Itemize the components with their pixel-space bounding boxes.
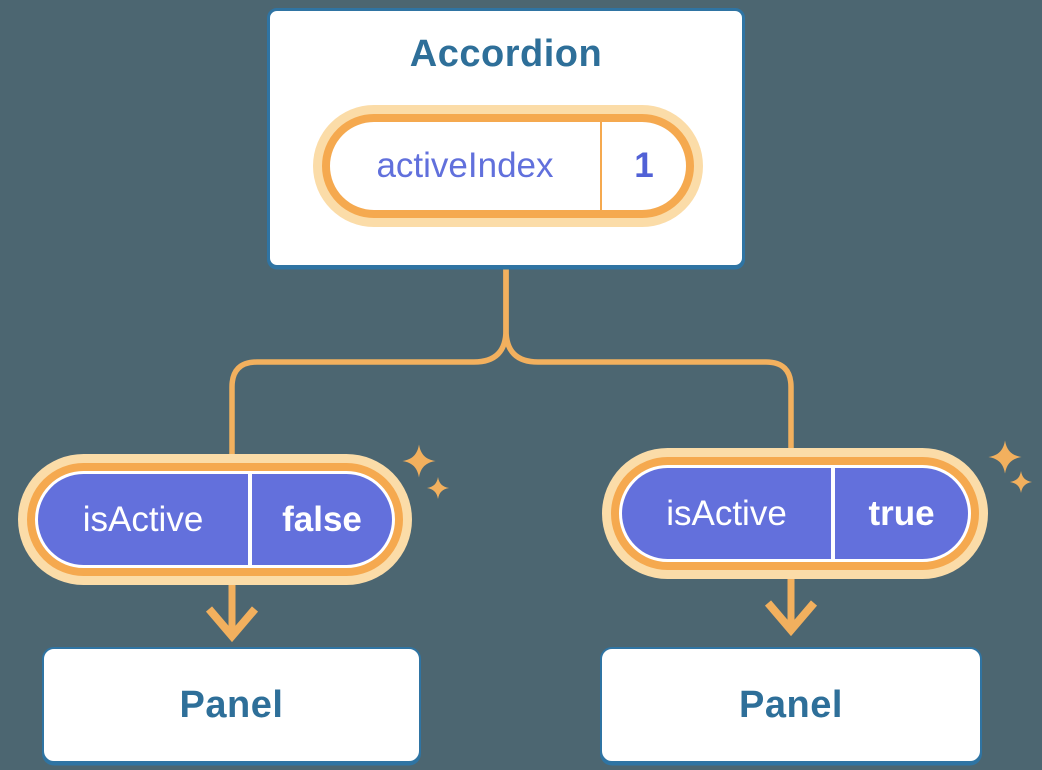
prop-pill-left: isActive false <box>18 454 412 585</box>
state-pill-glow: activeIndex 1 <box>313 105 703 227</box>
sparkle-icon <box>988 440 1033 494</box>
prop-value: true <box>868 493 935 533</box>
prop-value: false <box>282 499 362 539</box>
prop-pill-ring: isActive false <box>27 463 403 576</box>
sparkle-icon <box>402 444 450 500</box>
prop-label: isActive <box>82 499 204 539</box>
prop-pill-right: isActive true <box>602 448 988 579</box>
prop-pill-glow: isActive true <box>602 448 988 579</box>
panel-title: Panel <box>739 683 843 726</box>
state-pill-divider <box>600 122 602 210</box>
prop-pill-ring: isActive true <box>611 457 979 570</box>
prop-pill-divider <box>248 474 252 565</box>
panel-node-left: Panel <box>42 647 421 763</box>
arrow-down-icon <box>205 583 259 643</box>
prop-pill-divider <box>831 468 835 559</box>
arrow-down-icon <box>764 577 818 637</box>
prop-pill-core: isActive false <box>38 474 392 565</box>
accordion-title: Accordion <box>409 33 603 75</box>
prop-pill-glow: isActive false <box>18 454 412 585</box>
connector-branch-right <box>503 262 794 452</box>
panel-title: Panel <box>179 683 284 726</box>
state-label: activeIndex <box>376 146 554 185</box>
connector-branch-left <box>229 262 509 458</box>
state-value: 1 <box>634 146 654 185</box>
prop-label: isActive <box>666 493 787 533</box>
state-pill-ring: activeIndex 1 <box>322 114 694 218</box>
state-pill: activeIndex 1 <box>313 105 703 227</box>
prop-pill-core: isActive true <box>622 468 968 559</box>
panel-node-right: Panel <box>600 647 982 763</box>
